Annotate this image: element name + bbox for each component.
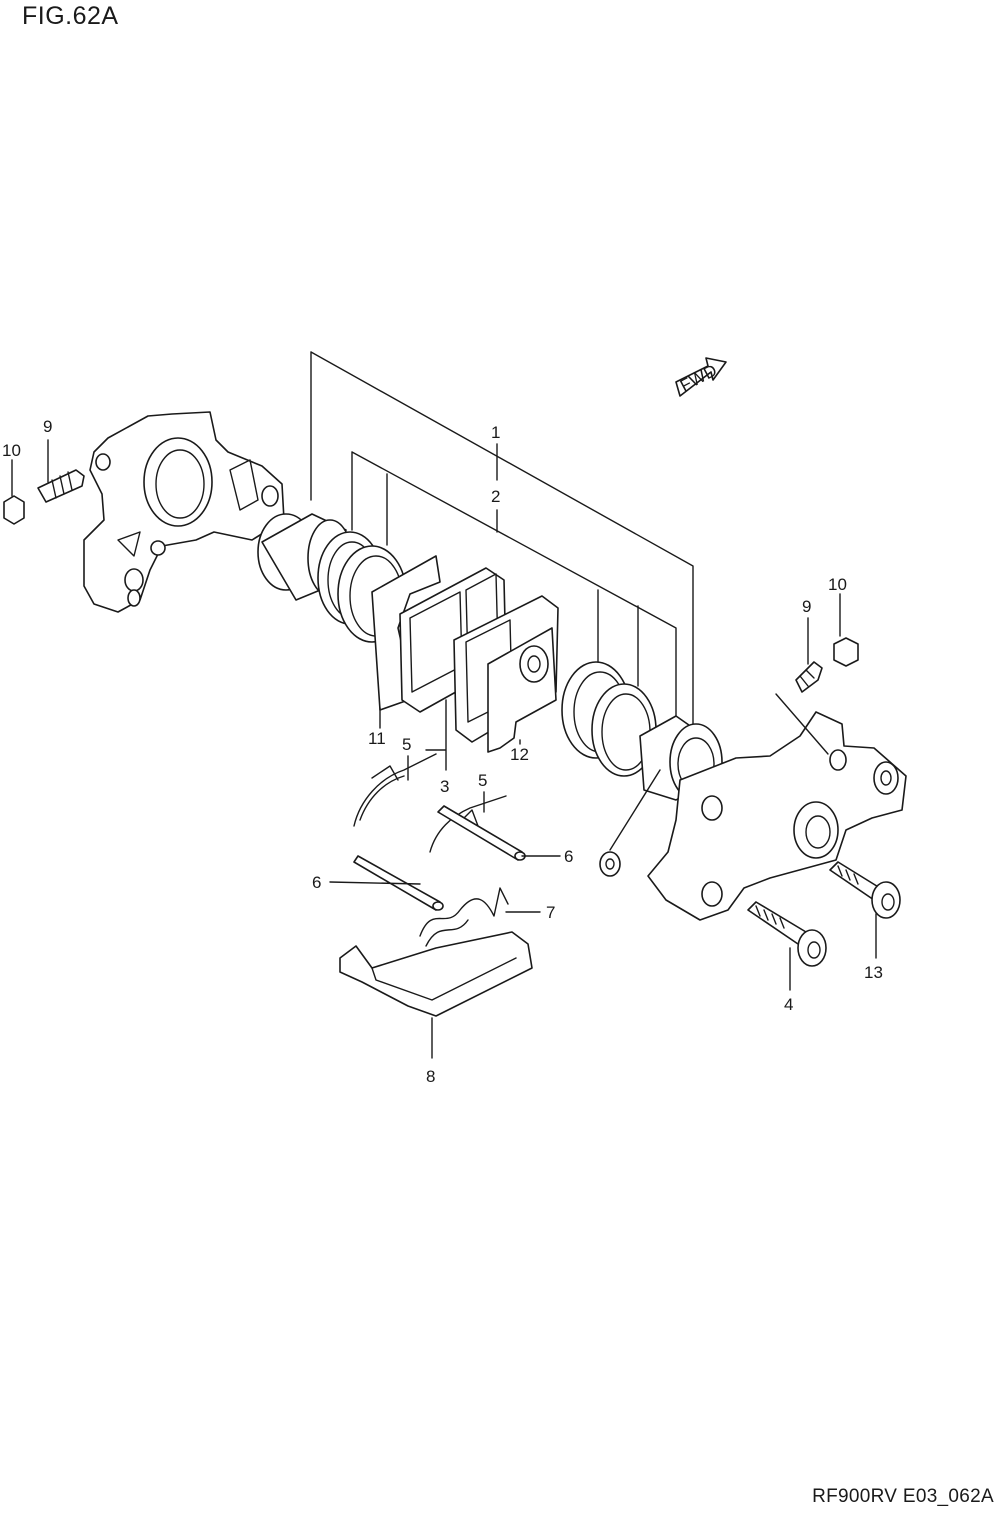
- callout-4: 4: [784, 995, 793, 1014]
- callout-6-right: 6: [564, 847, 573, 866]
- callout-10-left: 10: [2, 441, 21, 460]
- callout-2: 2: [491, 487, 500, 506]
- bolt-13: [829, 861, 901, 919]
- callout-13: 13: [864, 963, 883, 982]
- cap-right: [833, 637, 859, 667]
- callout-8: 8: [426, 1067, 435, 1086]
- callout-5-right: 5: [478, 771, 487, 790]
- pad-shim-outer: [487, 627, 557, 753]
- callout-3: 3: [440, 777, 449, 796]
- fwd-arrow-icon: FWD: [675, 357, 727, 397]
- bleeder-valve-right: [795, 661, 823, 693]
- fwd-label: FWD: [677, 361, 720, 396]
- pad-spring-left: [353, 753, 437, 827]
- callout-11: 11: [368, 729, 386, 748]
- callout-1: 1: [491, 423, 500, 442]
- callout-6-left: 6: [312, 873, 321, 892]
- figure-title: FIG.62A: [22, 2, 119, 30]
- pad-pin-upper: [437, 805, 526, 861]
- leader-lines: [11, 439, 877, 1059]
- callout-5-left: 5: [402, 735, 411, 754]
- bleeder-valve-left: [37, 469, 85, 503]
- caliper-guard-plate: [339, 931, 533, 1017]
- bleeder-guide-line: [775, 693, 829, 755]
- callout-12: 12: [510, 745, 529, 764]
- callout-labels: 1 2 3 4 5 5 6 6 7 8 9 9 10 10 11 12 13: [2, 417, 883, 1086]
- pad-retainer-spring: [419, 887, 509, 947]
- piston-seal-right: [591, 683, 657, 777]
- washer: [599, 851, 621, 877]
- cap-left: [3, 495, 25, 525]
- caliper-half-right: [647, 711, 907, 921]
- caliper-half-left: [83, 411, 285, 613]
- assembly-bracket-lines: [310, 351, 694, 731]
- callout-9-left: 9: [43, 417, 52, 436]
- diagram-code: RF900RV E03_062A: [812, 1486, 994, 1507]
- bolt-4: [747, 901, 827, 967]
- callout-9-right: 9: [802, 597, 811, 616]
- callout-10-right: 10: [828, 575, 847, 594]
- callout-7: 7: [546, 903, 555, 922]
